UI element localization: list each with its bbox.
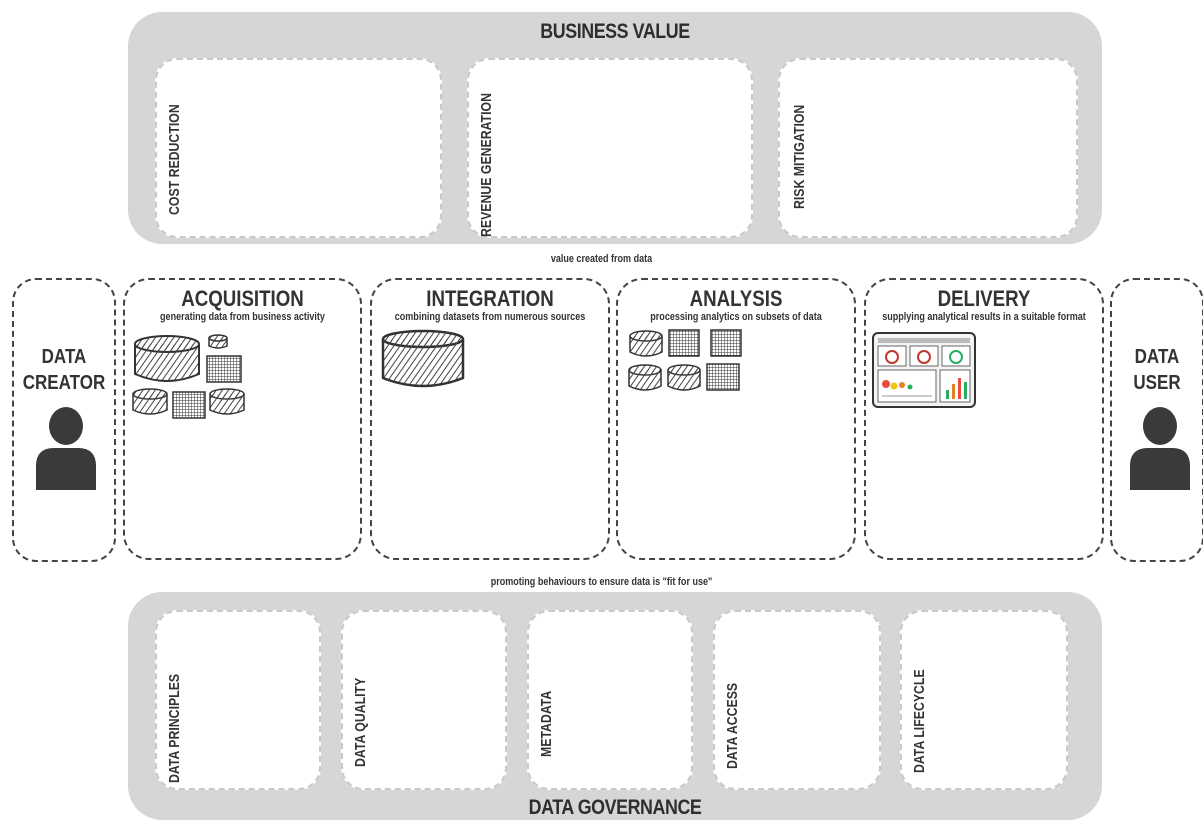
data-governance-title: DATA GOVERNANCE <box>528 796 702 819</box>
metadata-label: METADATA <box>538 690 555 757</box>
dashboard-icon <box>872 332 976 408</box>
revenue-generation-box: REVENUE GENERATION <box>467 58 753 238</box>
person-icon <box>36 407 96 490</box>
integrated-database-icon <box>381 329 465 388</box>
data-creator-label: DATA CREATOR <box>22 346 106 394</box>
data-lifecycle-box: DATA LIFECYCLE <box>900 610 1068 790</box>
analysis-subsets-icon <box>628 329 742 391</box>
data-quality-box: DATA QUALITY <box>341 610 507 790</box>
integration-title: INTEGRATION <box>426 286 554 311</box>
analysis-stage: ANALYSIS processing analytics on subsets… <box>616 278 856 560</box>
analysis-title: ANALYSIS <box>689 286 783 311</box>
analysis-subtitle: processing analytics on subsets of data <box>650 311 822 323</box>
acquisition-datasets-icon <box>132 334 245 419</box>
cost-reduction-box: COST REDUCTION <box>155 58 442 238</box>
risk-mitigation-box: RISK MITIGATION <box>778 58 1078 238</box>
metadata-box: METADATA <box>527 610 693 790</box>
person-icon <box>1130 407 1190 490</box>
data-access-label: DATA ACCESS <box>724 682 741 769</box>
governance-caption: promoting behaviours to ensure data is "… <box>490 576 713 588</box>
business-value-title: BUSINESS VALUE <box>540 20 690 43</box>
data-principles-label: DATA PRINCIPLES <box>166 673 183 783</box>
delivery-subtitle: supplying analytical results in a suitab… <box>882 311 1086 323</box>
data-lifecycle-label: DATA LIFECYCLE <box>911 669 928 773</box>
integration-stage: INTEGRATION combining datasets from nume… <box>370 278 610 560</box>
acquisition-title: ACQUISITION <box>181 286 304 311</box>
data-principles-box: DATA PRINCIPLES <box>155 610 321 790</box>
value-caption: value created from data <box>550 253 653 265</box>
data-user-card: DATA USER <box>1110 278 1203 562</box>
integration-subtitle: combining datasets from numerous sources <box>394 311 586 323</box>
cost-reduction-label: COST REDUCTION <box>166 104 183 215</box>
data-creator-card: DATA CREATOR <box>12 278 116 562</box>
acquisition-stage: ACQUISITION generating data from busines… <box>123 278 362 560</box>
risk-mitigation-label: RISK MITIGATION <box>791 104 808 209</box>
revenue-generation-label: REVENUE GENERATION <box>478 93 495 237</box>
delivery-stage: DELIVERY supplying analytical results in… <box>864 278 1104 560</box>
data-quality-label: DATA QUALITY <box>352 677 369 767</box>
delivery-title: DELIVERY <box>937 286 1031 311</box>
data-access-box: DATA ACCESS <box>713 610 881 790</box>
data-user-label: DATA USER <box>1133 346 1181 394</box>
acquisition-subtitle: generating data from business activity <box>160 311 325 323</box>
